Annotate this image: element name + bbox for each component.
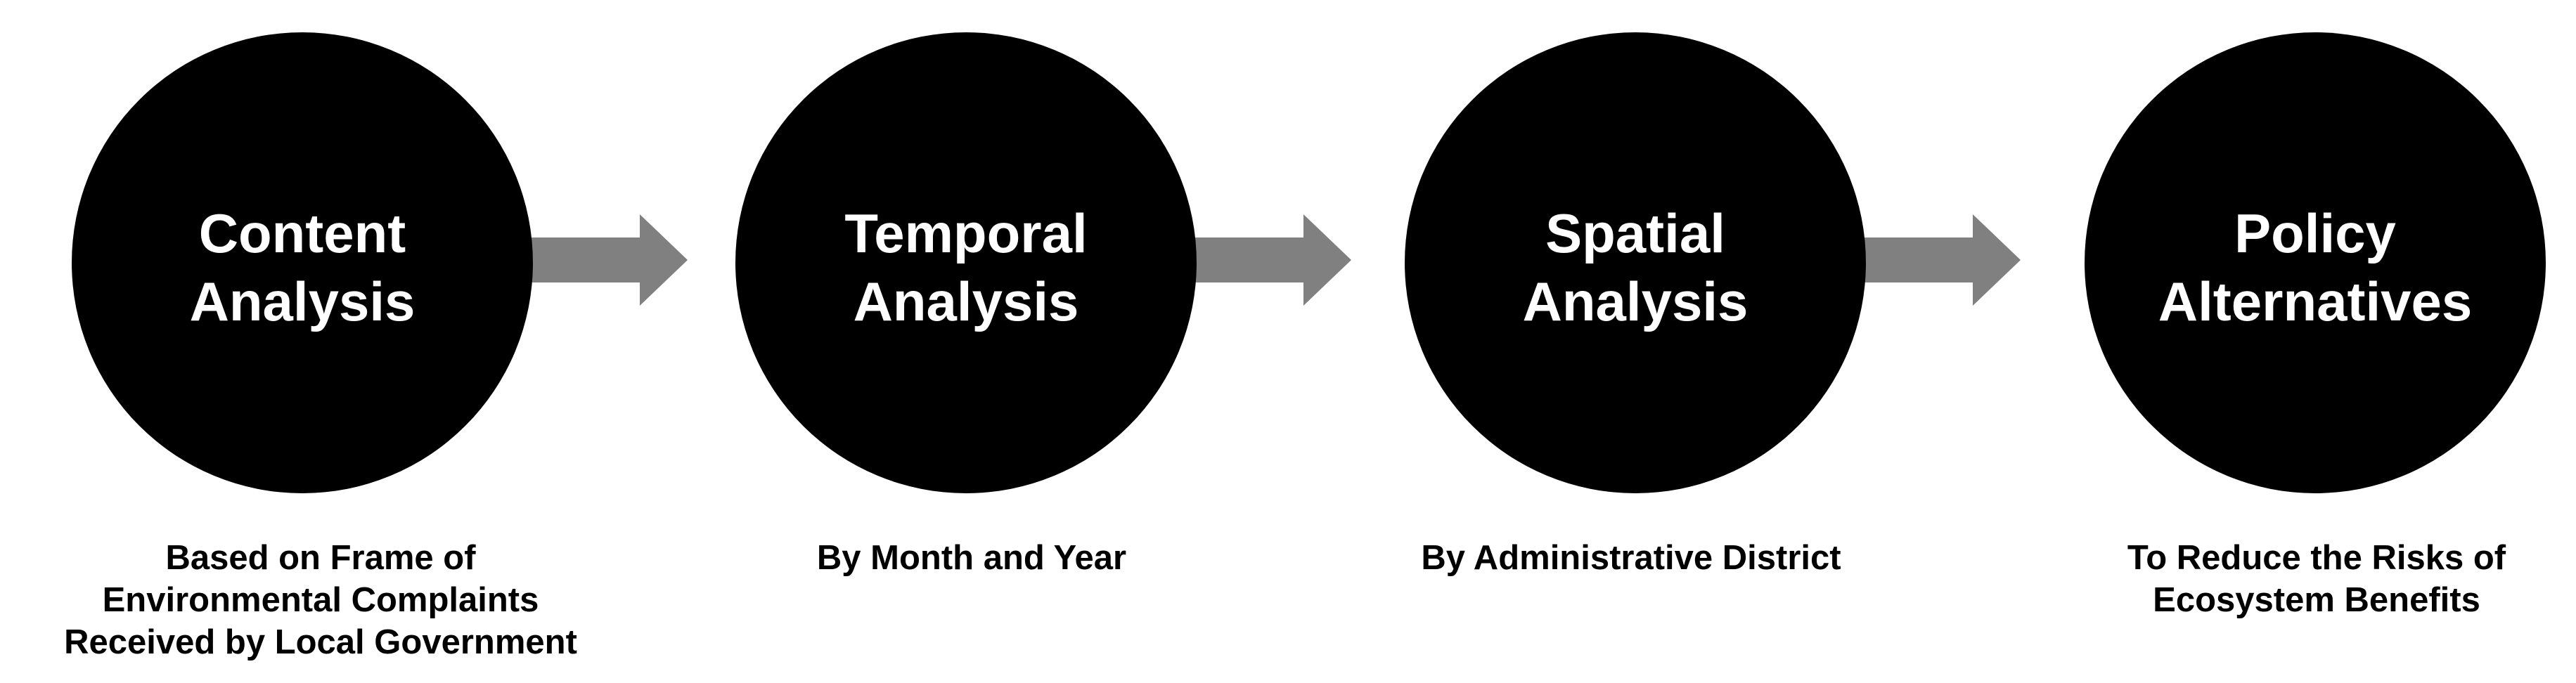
- step-circle-content-analysis: Content Analysis: [72, 32, 533, 493]
- step-circle-temporal-analysis: Temporal Analysis: [735, 32, 1197, 493]
- step-title-line: Analysis: [1522, 271, 1749, 332]
- arrow-right-icon: [1859, 214, 2021, 306]
- caption-line: Received by Local Government: [64, 623, 577, 661]
- caption-line: By Month and Year: [816, 539, 1127, 577]
- step-title-line: Alternatives: [2158, 271, 2473, 332]
- step-caption-policy-alternatives: To Reduce the Risks of Ecosystem Benefit…: [1993, 537, 2576, 621]
- arrow-right-icon: [1190, 214, 1351, 306]
- caption-line: Ecosystem Benefits: [2153, 581, 2480, 619]
- step-circle-spatial-analysis: Spatial Analysis: [1405, 32, 1866, 493]
- caption-line: Based on Frame of: [165, 539, 476, 577]
- step-circle-policy-alternatives: Policy Alternatives: [2085, 32, 2546, 493]
- caption-line: Environmental Complaints: [102, 581, 539, 619]
- step-caption-temporal-analysis: By Month and Year: [648, 537, 1295, 579]
- step-title-line: Analysis: [189, 271, 416, 332]
- arrow-right-icon: [526, 214, 688, 306]
- step-title-line: Temporal: [844, 202, 1088, 264]
- step-title-line: Policy: [2234, 202, 2396, 264]
- step-title-line: Spatial: [1545, 202, 1725, 264]
- caption-line: To Reduce the Risks of: [2127, 539, 2506, 577]
- step-caption-spatial-analysis: By Administrative District: [1308, 537, 1954, 579]
- step-caption-content-analysis: Based on Frame of Environmental Complain…: [0, 537, 644, 663]
- caption-line: By Administrative District: [1421, 539, 1841, 577]
- step-title-line: Content: [198, 202, 406, 264]
- step-title-line: Analysis: [853, 271, 1079, 332]
